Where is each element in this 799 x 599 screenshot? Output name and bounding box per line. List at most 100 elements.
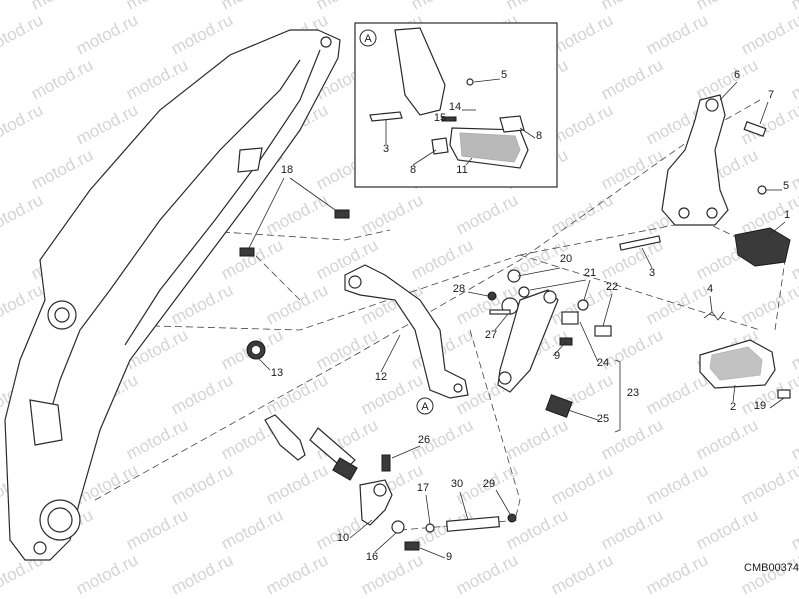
watermark-text: motod.ru bbox=[548, 10, 616, 58]
watermark-text: motod.ru bbox=[693, 415, 761, 463]
watermark-text: motod.ru bbox=[358, 370, 426, 418]
watermark-text: motod.ru bbox=[73, 550, 141, 598]
footpeg-bracket-12: A bbox=[344, 264, 469, 415]
callout-30: 30 bbox=[451, 478, 463, 490]
watermark-text: motod.ru bbox=[788, 55, 799, 103]
callout-11: 11 bbox=[456, 164, 467, 176]
callout-5: 5 bbox=[501, 69, 507, 81]
watermark-text: motod.ru bbox=[738, 460, 799, 508]
watermark-text: motod.ru bbox=[0, 100, 46, 148]
callout-2: 2 bbox=[730, 401, 736, 413]
watermark-text: motod.ru bbox=[358, 190, 426, 238]
callout-13: 13 bbox=[271, 367, 283, 379]
watermark-text: motod.ru bbox=[73, 100, 141, 148]
detail-marker-a-ref: A bbox=[421, 401, 429, 413]
watermark-text: motod.ru bbox=[693, 55, 761, 103]
watermark-text: motod.ru bbox=[788, 145, 799, 193]
callout-22: 22 bbox=[606, 281, 618, 293]
watermark-text: motod.ru bbox=[263, 280, 331, 328]
watermark-text: motod.ru bbox=[73, 10, 141, 58]
watermark-text: motod.ru bbox=[408, 0, 476, 14]
watermark-text: motod.ru bbox=[123, 415, 191, 463]
watermark-text: motod.ru bbox=[0, 0, 1, 14]
watermark-text: motod.ru bbox=[548, 100, 616, 148]
watermark-text: motod.ru bbox=[0, 415, 1, 463]
watermark-text: motod.ru bbox=[123, 505, 191, 553]
detail-box-a: A bbox=[354, 22, 558, 188]
callout-9: 9 bbox=[446, 551, 452, 563]
callout-6: 6 bbox=[734, 69, 740, 81]
watermark-text: motod.ru bbox=[738, 550, 799, 598]
watermark-text: motod.ru bbox=[168, 370, 236, 418]
callout-8: 8 bbox=[536, 130, 542, 142]
watermark-text: motod.ru bbox=[28, 0, 96, 14]
watermark-text: motod.ru bbox=[643, 10, 711, 58]
watermark-text: motod.ru bbox=[598, 0, 666, 14]
small-parts bbox=[239, 121, 791, 551]
watermark-text: motod.ru bbox=[0, 145, 1, 193]
footpeg-bracket-6 bbox=[661, 94, 729, 226]
watermark-text: motod.ru bbox=[503, 0, 571, 14]
watermark-text: motod.ru bbox=[788, 0, 799, 14]
leader-lines bbox=[247, 78, 786, 559]
watermark-text: motod.ru bbox=[738, 10, 799, 58]
callout-9: 9 bbox=[554, 350, 560, 362]
watermark-text: motod.ru bbox=[0, 505, 1, 553]
callout-21: 21 bbox=[584, 267, 596, 279]
watermark-text: motod.ru bbox=[598, 145, 666, 193]
callout-3: 3 bbox=[649, 267, 655, 279]
callout-23: 23 bbox=[627, 387, 639, 399]
watermark-text: motod.ru bbox=[598, 505, 666, 553]
watermark-text: motod.ru bbox=[548, 460, 616, 508]
callout-28: 28 bbox=[453, 283, 465, 295]
watermark-text: motod.ru bbox=[503, 415, 571, 463]
callout-7: 7 bbox=[768, 89, 774, 101]
callout-17: 17 bbox=[417, 482, 429, 494]
callout-12: 12 bbox=[375, 371, 387, 383]
watermark-text: motod.ru bbox=[123, 0, 191, 14]
watermark-text: motod.ru bbox=[598, 55, 666, 103]
watermark-text: motod.ru bbox=[0, 190, 46, 238]
watermark-text: motod.ru bbox=[738, 280, 799, 328]
watermark-text: motod.ru bbox=[168, 460, 236, 508]
watermark-text: motod.ru bbox=[0, 325, 1, 373]
watermark-text: motod.ru bbox=[503, 505, 571, 553]
callout-19: 19 bbox=[754, 400, 766, 412]
watermark-text: motod.ru bbox=[263, 550, 331, 598]
watermark-text: motod.ru bbox=[408, 235, 476, 283]
watermark-text: motod.ru bbox=[548, 190, 616, 238]
callout-27: 27 bbox=[485, 329, 497, 341]
callout-labels: 1233455678899101112131415161718192021222… bbox=[271, 69, 790, 563]
callout-14: 14 bbox=[449, 101, 461, 113]
callout-3: 3 bbox=[383, 143, 389, 155]
watermark-text: motod.ru bbox=[0, 10, 46, 58]
watermark-text: motod.ru bbox=[28, 145, 96, 193]
watermark-text: motod.ru bbox=[788, 415, 799, 463]
watermark-text: motod.ru bbox=[693, 505, 761, 553]
watermark-text: motod.ru bbox=[643, 460, 711, 508]
callout-25: 25 bbox=[597, 413, 609, 425]
watermark-text: motod.ru bbox=[0, 235, 1, 283]
watermark-text: motod.ru bbox=[0, 55, 1, 103]
watermark-text: motod.ru bbox=[218, 505, 286, 553]
watermark-text: motod.ru bbox=[788, 505, 799, 553]
callout-4: 4 bbox=[707, 283, 713, 295]
watermark-text: motod.ru bbox=[643, 280, 711, 328]
callout-1: 1 bbox=[784, 209, 790, 221]
watermark-text: motod.ru bbox=[453, 550, 521, 598]
watermark-text: motod.ru bbox=[643, 370, 711, 418]
callout-8: 8 bbox=[410, 164, 416, 176]
watermark-text: motod.ru bbox=[313, 0, 381, 14]
watermark-text: motod.ru bbox=[643, 550, 711, 598]
callout-16: 16 bbox=[366, 551, 378, 563]
callout-5: 5 bbox=[783, 180, 789, 192]
frame bbox=[4, 29, 341, 561]
watermark-text: motod.ru bbox=[263, 190, 331, 238]
callout-24: 24 bbox=[597, 357, 609, 369]
callout-10: 10 bbox=[337, 532, 349, 544]
callout-15: 15 bbox=[434, 112, 446, 124]
watermark-text: motod.ru bbox=[788, 325, 799, 373]
callout-20: 20 bbox=[560, 253, 572, 265]
drawing-code: CMB00374 bbox=[744, 562, 799, 574]
